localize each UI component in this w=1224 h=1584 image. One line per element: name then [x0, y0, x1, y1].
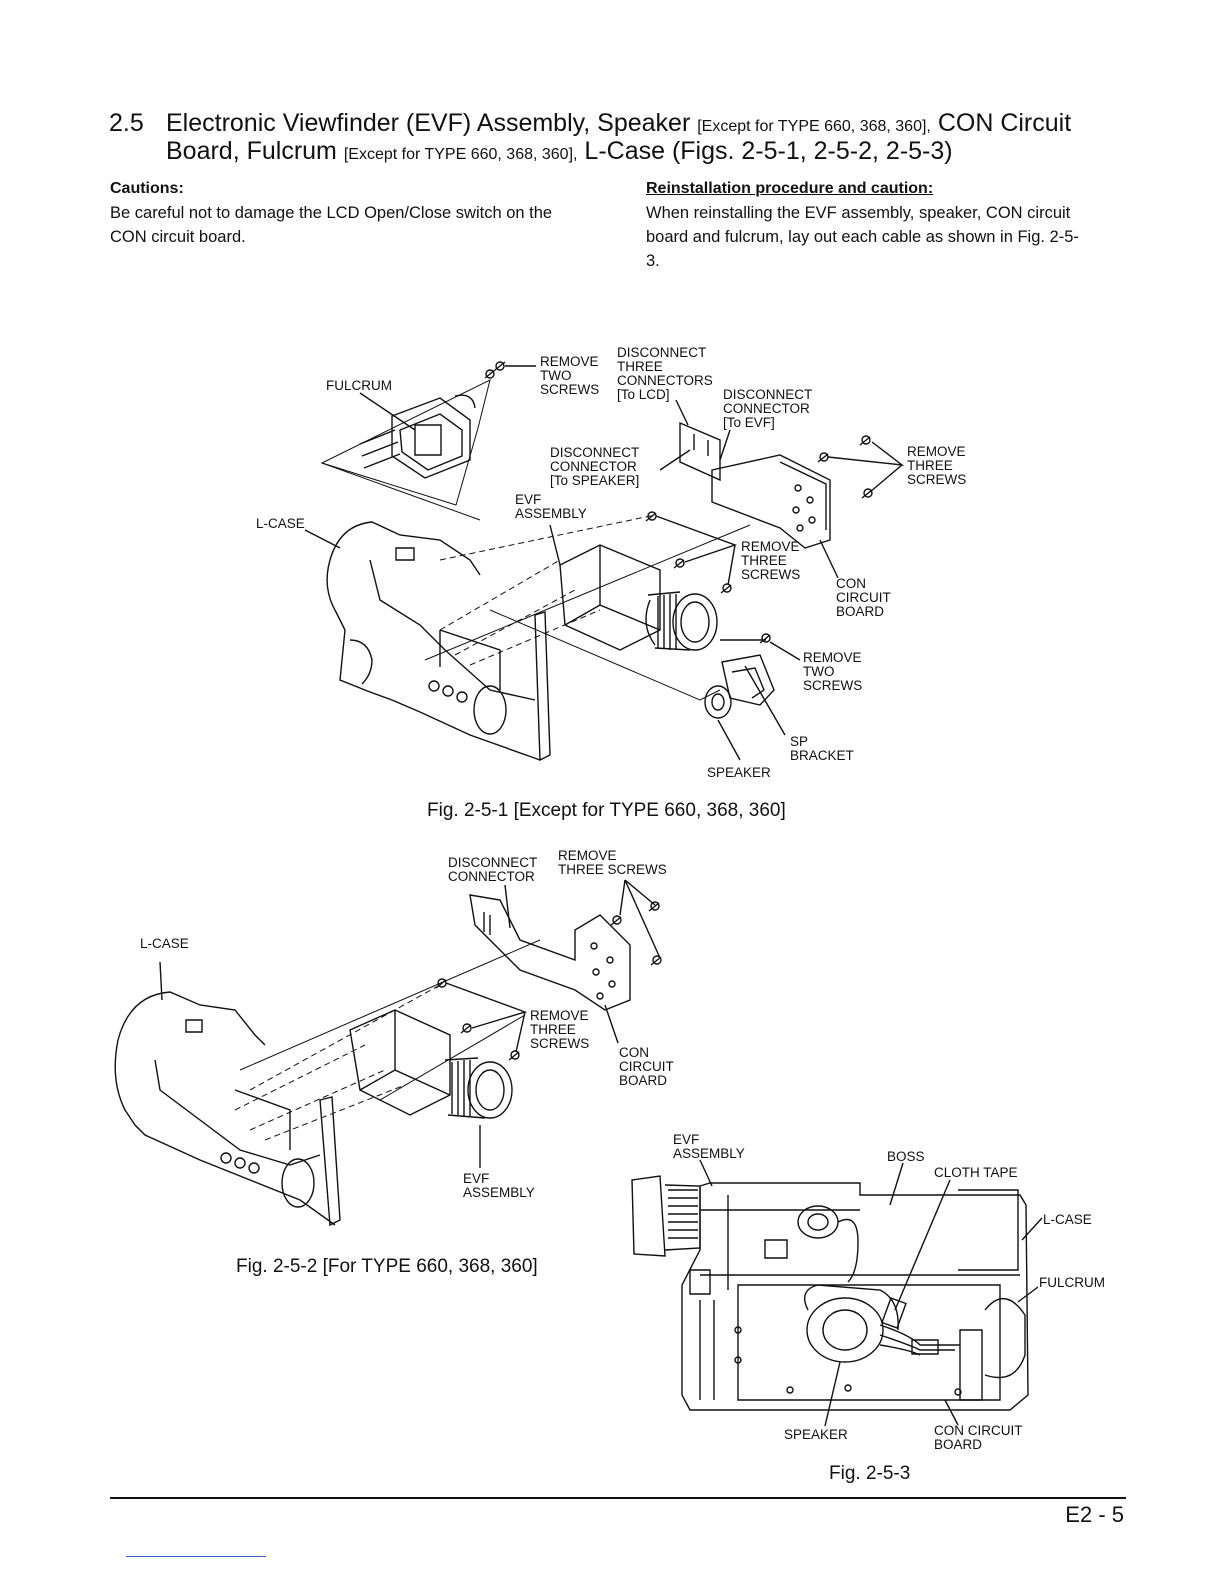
footer-rule: [110, 1497, 1126, 1499]
reinstallation-text: When reinstalling the EVF assembly, spea…: [646, 204, 1079, 270]
title-main: Electronic Viewfinder (EVF) Assembly, Sp…: [166, 109, 691, 137]
section-title-line1: Electronic Viewfinder (EVF) Assembly, Sp…: [166, 108, 1071, 142]
fig2-label-evf-assembly: EVF ASSEMBLY: [463, 1171, 535, 1200]
fig1-label-sp-bracket: SP BRACKET: [790, 734, 854, 763]
title-note: [Except for TYPE 660, 368, 360],: [697, 118, 931, 135]
fig2-label-remove-three-top: REMOVE THREE SCREWS: [558, 848, 667, 877]
evf-assembly-fig1: [560, 545, 717, 650]
con-board-fig1: [712, 455, 830, 548]
fig1-label-evf-assembly: EVF ASSEMBLY: [515, 492, 587, 521]
fig2-caption: Fig. 2-5-2 [For TYPE 660, 368, 360]: [236, 1256, 538, 1277]
title-main-2: Board, Fulcrum: [166, 137, 337, 165]
l-case-fig2: [115, 992, 340, 1225]
section-number: 2.5: [109, 109, 144, 137]
l-case-fig1: [327, 522, 550, 760]
fig3-label-speaker: SPEAKER: [784, 1427, 848, 1442]
fig1-label-speaker: SPEAKER: [707, 765, 771, 780]
fig1-label-fulcrum: FULCRUM: [326, 378, 392, 393]
title-tail-2: L-Case (Figs. 2-5-1, 2-5-2, 2-5-3): [584, 137, 953, 165]
fig1-label-disconnect-speaker: DISCONNECT CONNECTOR [To SPEAKER]: [550, 445, 640, 488]
fig1-label-remove-three-right: REMOVE THREE SCREWS: [907, 444, 967, 487]
screw-icons-fig2-top: [611, 902, 661, 965]
fig2-label-disconnect: DISCONNECT CONNECTOR: [448, 855, 538, 884]
fig1-label-disconnect-evf: DISCONNECT CONNECTOR [To EVF]: [723, 387, 813, 430]
evf-assembly-fig2: [350, 1010, 512, 1118]
title-tail: CON Circuit: [937, 109, 1072, 137]
screw-icons-mid: [646, 512, 731, 593]
fig3-label-l-case: L-CASE: [1043, 1212, 1092, 1227]
fig1-label-remove-two-bottom: REMOVE TWO SCREWS: [803, 650, 863, 693]
fig2-label-remove-three-mid: REMOVE THREE SCREWS: [530, 1008, 590, 1051]
fig1-label-disconnect-three: DISCONNECT THREE CONNECTORS [To LCD]: [617, 345, 713, 402]
fig2-label-con-board: CON CIRCUIT BOARD: [619, 1045, 674, 1088]
fig3-label-evf-assembly: EVF ASSEMBLY: [673, 1132, 745, 1161]
fig1-label-con-board: CON CIRCUIT BOARD: [836, 576, 891, 619]
fig3-label-boss: BOSS: [887, 1149, 925, 1164]
screw-icons-top: [485, 362, 505, 378]
fig3-label-cloth-tape: CLOTH TAPE: [934, 1165, 1018, 1180]
fig3-label-fulcrum: FULCRUM: [1039, 1275, 1105, 1290]
cautions-heading: Cautions:: [110, 180, 184, 197]
page-number: E2 - 5: [1065, 1502, 1124, 1527]
title-note-2: [Except for TYPE 660, 368, 360],: [343, 146, 578, 163]
screw-icons-fig2-mid: [436, 979, 519, 1060]
reinstallation-heading: Reinstallation procedure and caution:: [646, 180, 934, 197]
bottom-blue-line: [126, 1556, 266, 1557]
fig3-caption: Fig. 2-5-3: [829, 1463, 911, 1484]
fig1-label-remove-three-mid: REMOVE THREE SCREWS: [741, 539, 801, 582]
camera-interior-fig3: [632, 1176, 1028, 1410]
fig1-caption: Fig. 2-5-1 [Except for TYPE 660, 368, 36…: [427, 800, 786, 821]
con-board-fig2: [470, 895, 630, 1010]
section-title-line2: Board, Fulcrum [Except for TYPE 660, 368…: [166, 136, 953, 170]
fig1-label-l-case: L-CASE: [256, 516, 305, 531]
fig1-label-remove-two-top: REMOVE TWO SCREWS: [540, 354, 600, 397]
cautions-text: Be careful not to damage the LCD Open/Cl…: [110, 204, 553, 246]
fig2-label-l-case: L-CASE: [140, 936, 189, 951]
fig3-label-con-board: CON CIRCUIT BOARD: [934, 1423, 1023, 1452]
